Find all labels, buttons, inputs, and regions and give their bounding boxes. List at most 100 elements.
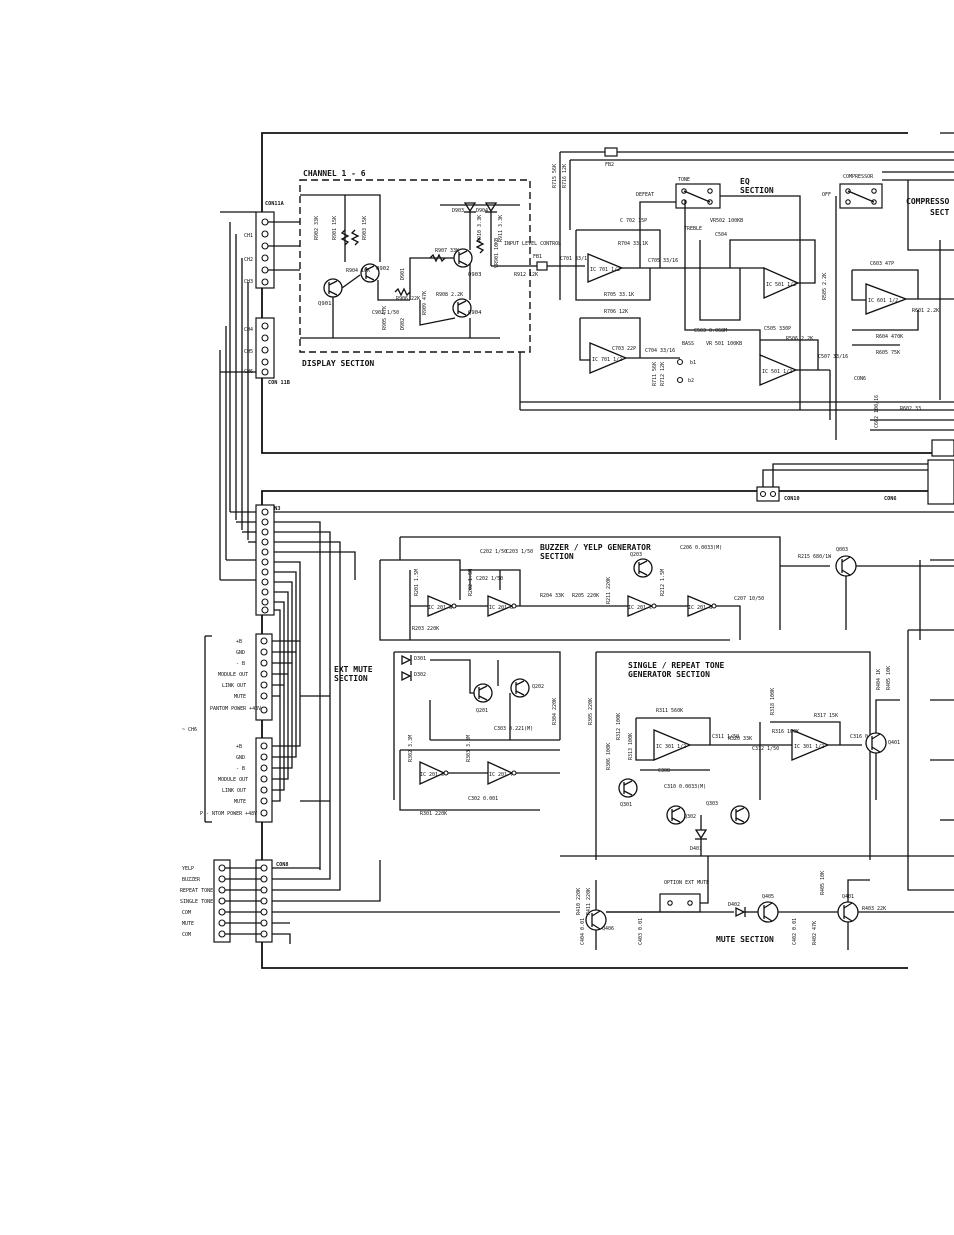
svg-text:OFF: OFF [822, 192, 831, 198]
svg-text:D904: D904 [476, 208, 488, 214]
svg-text:R403 22K: R403 22K [862, 906, 886, 912]
svg-text:R313 100K: R313 100K [628, 733, 634, 760]
svg-text:R506 2.2K: R506 2.2K [786, 336, 813, 342]
svg-text:INPUT LEVEL CONTROL: INPUT LEVEL CONTROL [504, 241, 561, 247]
input-ic701-section: FB1 C701 33/16 IC 701 1/2 C 702 15P R704… [530, 147, 954, 386]
svg-text:BASS: BASS [682, 341, 694, 347]
svg-text:FB1: FB1 [533, 254, 542, 260]
svg-text:R303 3.3M: R303 3.3M [466, 735, 472, 762]
svg-text:LINK OUT: LINK OUT [222, 788, 246, 794]
con10: CON10 CON6 [756, 459, 954, 505]
svg-text:C310 0.0033(M): C310 0.0033(M) [664, 784, 706, 790]
svg-text:D402: D402 [728, 902, 740, 908]
svg-text:EQ: EQ [740, 177, 750, 186]
svg-text:IC 201 d: IC 201 d [688, 605, 712, 611]
svg-text:R305 220K: R305 220K [588, 698, 594, 725]
right-edge-wiring [907, 180, 954, 891]
svg-text:Q201: Q201 [476, 708, 488, 714]
svg-text:C602 100/16: C602 100/16 [874, 395, 880, 428]
svg-text:C308: C308 [658, 768, 670, 774]
svg-text:IC 701 1/2: IC 701 1/2 [592, 357, 622, 363]
svg-text:b2: b2 [688, 378, 694, 384]
module-connector-b: +B GND - B MODULE OUT LINK OUT MUTE P - … [200, 737, 273, 823]
q003: Q003 [835, 547, 857, 577]
svg-text:IC 601 1/2: IC 601 1/2 [868, 298, 898, 304]
channel-label: CHANNEL 1 - 6 [303, 169, 366, 178]
svg-text:R205 220K: R205 220K [572, 593, 599, 599]
svg-text:b1: b1 [690, 360, 696, 366]
svg-text:Q406: Q406 [602, 926, 614, 932]
svg-text:C505 330P: C505 330P [764, 326, 791, 332]
svg-text:IC 201 e: IC 201 e [420, 772, 444, 778]
svg-text:PANTOM POWER +48V: PANTOM POWER +48V [210, 706, 261, 712]
svg-text:IC 201 f: IC 201 f [489, 772, 513, 778]
svg-text:MUTE SECTION: MUTE SECTION [716, 935, 774, 944]
svg-text:CON11A: CON11A [265, 201, 285, 207]
svg-text:R705 33.1K: R705 33.1K [604, 292, 634, 298]
q904: Q904 [452, 298, 482, 318]
svg-text:R302 3.3M: R302 3.3M [408, 735, 414, 762]
svg-text:FB2: FB2 [605, 162, 614, 168]
svg-text:~ CH6: ~ CH6 [182, 727, 197, 733]
svg-text:SINGLE TONE: SINGLE TONE [180, 899, 213, 905]
svg-text:R505 2.2K: R505 2.2K [822, 273, 828, 300]
svg-text:C902 1/50: C902 1/50 [372, 310, 399, 316]
q901: Q901 [318, 278, 343, 307]
svg-text:R405 10K: R405 10K [820, 871, 826, 895]
svg-text:R912 12K: R912 12K [514, 272, 538, 278]
svg-text:MODULE OUT: MODULE OUT [218, 777, 248, 783]
svg-text:R906 22K: R906 22K [396, 296, 420, 302]
svg-text:D401: D401 [690, 846, 702, 852]
svg-text:Q203: Q203 [630, 552, 642, 558]
svg-text:R317 15K: R317 15K [814, 713, 838, 719]
svg-text:LINK OUT: LINK OUT [222, 683, 246, 689]
svg-text:IC 201 a: IC 201 a [428, 605, 452, 611]
svg-text:IC 501 1/2: IC 501 1/2 [766, 282, 796, 288]
svg-text:C312 1/50: C312 1/50 [752, 746, 779, 752]
svg-text:R201 1.5M: R201 1.5M [414, 569, 420, 596]
svg-text:Q405: Q405 [762, 894, 774, 900]
svg-text:TONE: TONE [678, 177, 690, 183]
svg-text:C704 33/16: C704 33/16 [645, 348, 675, 354]
svg-text:C203 1/50: C203 1/50 [506, 549, 533, 555]
svg-text:Q901: Q901 [318, 301, 331, 307]
svg-text:MUTE: MUTE [234, 799, 246, 805]
svg-text:C202 1/50: C202 1/50 [476, 576, 503, 582]
svg-text:R312 100K: R312 100K [616, 713, 622, 740]
svg-text:Q401: Q401 [888, 740, 900, 746]
svg-text:R402 47K: R402 47K [812, 921, 818, 945]
svg-text:R311 560K: R311 560K [656, 708, 683, 714]
svg-text:R316 100K: R316 100K [772, 729, 799, 735]
svg-text:IC 501 1/2: IC 501 1/2 [762, 369, 792, 375]
svg-text:R704 33.1K: R704 33.1K [618, 241, 648, 247]
svg-text:D901: D901 [400, 268, 406, 280]
svg-text:- B: - B [236, 661, 245, 667]
svg-text:+B: +B [236, 744, 242, 750]
q202: Q202 [510, 678, 544, 698]
svg-text:R215 680/1W: R215 680/1W [798, 554, 832, 560]
svg-text:IC 201 c: IC 201 c [628, 605, 652, 611]
svg-text:R605 75K: R605 75K [876, 350, 900, 356]
svg-text:R411 220K: R411 220K [586, 888, 592, 915]
svg-text:CH1: CH1 [244, 233, 253, 239]
svg-text:R905 47K: R905 47K [382, 306, 388, 330]
svg-text:C701 33/16: C701 33/16 [560, 256, 590, 262]
single-repeat-section: SINGLE / REPEAT TONE GENERATOR SECTION I… [399, 651, 900, 860]
svg-text:D301: D301 [414, 656, 426, 662]
svg-text:REPEAT TONE: REPEAT TONE [180, 888, 213, 894]
svg-text:R320 33K: R320 33K [728, 736, 752, 742]
svg-text:VR901 10KB: VR901 10KB [494, 238, 500, 268]
svg-text:C207 10/50: C207 10/50 [734, 596, 764, 602]
q406: Q406 [585, 909, 614, 932]
d402: D402 [728, 902, 746, 918]
svg-text:R909 47K: R909 47K [422, 291, 428, 315]
left-bus [219, 211, 256, 580]
svg-text:D903: D903 [452, 208, 464, 214]
ch6-bracket: ~ CH6 [182, 635, 212, 823]
mute-section: MUTE SECTION Q406 Q405 Q401 OPTION EXT [560, 815, 954, 950]
ic201-chain: IC 201 a IC 201 b IC 201 c IC 201 d [427, 595, 717, 617]
svg-text:CON8: CON8 [276, 862, 289, 868]
svg-text:SECTION: SECTION [740, 186, 774, 195]
q201: Q201 [473, 683, 493, 714]
svg-text:SECTION: SECTION [540, 552, 574, 561]
